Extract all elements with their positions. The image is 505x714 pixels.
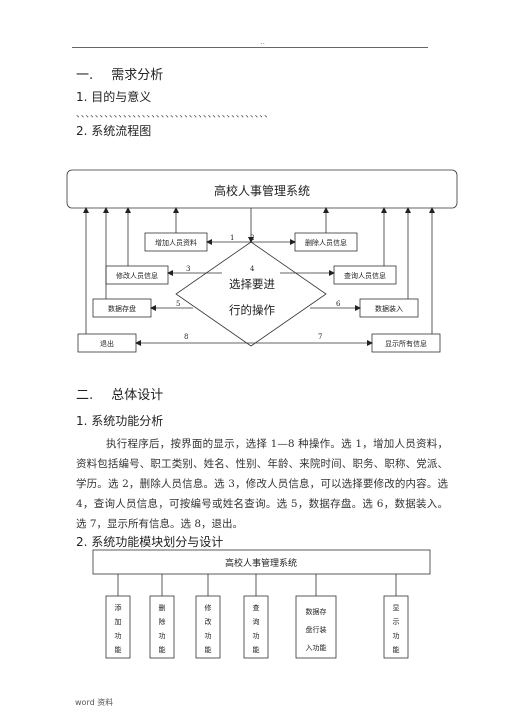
module-box-delete <box>149 595 175 659</box>
section1-dots: 、、、、、、、、、、、、、、、、、、、、、、、、、、、、、、、、、、、、、、、、… <box>76 110 274 120</box>
flow-decision-diamond <box>175 241 327 347</box>
module-modify-char-1: 修 <box>205 603 212 612</box>
module-saveload-line-2: 盘行装 <box>306 625 327 634</box>
module-delete-char-2: 除 <box>159 617 166 626</box>
module-modify-char-4: 能 <box>205 645 212 654</box>
module-add-char-1: 添 <box>115 603 122 612</box>
flow-num-3: 3 <box>186 265 190 273</box>
page-footer: word 资料 <box>75 698 114 707</box>
flow-label-query: 查询人员信息 <box>344 271 386 280</box>
flow-num-5: 5 <box>176 300 180 308</box>
flow-center-line1: 选择要进 <box>229 277 275 291</box>
section2-heading-text: 总体设计 <box>111 388 164 403</box>
flow-num-2: 2 <box>250 234 254 242</box>
module-box-save-load <box>295 595 337 659</box>
section2-heading-number: 二. <box>76 388 94 403</box>
module-box-show <box>383 595 409 659</box>
module-add-char-4: 能 <box>115 645 122 654</box>
module-box-modify <box>195 595 221 659</box>
flow-label-load: 数据装入 <box>375 304 403 313</box>
module-system-title: 高校人事管理系统 <box>225 557 297 569</box>
section1-heading-text: 需求分析 <box>111 68 164 83</box>
flow-center-line2: 行的操作 <box>229 303 275 317</box>
module-show-char-1: 显 <box>393 604 400 612</box>
section2-sub2: 2. 系统功能模块划分与设计 <box>76 535 224 549</box>
section2-paragraph-text: 执行程序后，按界面的显示，选择 1—8 种操作。选 1，增加人员资料，资料包括编… <box>76 438 448 530</box>
section2-heading: 二. 总体设计 <box>76 384 163 403</box>
flow-label-show: 显示所有信息 <box>385 339 427 348</box>
module-delete-char-4: 能 <box>159 645 166 654</box>
flow-num-7: 7 <box>318 333 322 341</box>
module-add-char-2: 加 <box>115 617 122 626</box>
flow-num-4: 4 <box>250 265 255 273</box>
flow-label-delete: 删除人员信息 <box>305 238 347 247</box>
flow-label-modify: 修改人员信息 <box>116 271 158 280</box>
flow-label-add: 增加人员资料 <box>155 238 197 247</box>
module-show-char-4: 能 <box>393 645 400 654</box>
module-box-add <box>105 595 131 659</box>
flow-num-1: 1 <box>230 234 234 242</box>
flow-label-save: 数据存盘 <box>108 304 136 313</box>
module-delete-char-3: 功 <box>159 631 166 640</box>
module-system-box <box>92 549 431 575</box>
flow-num-8: 8 <box>184 333 188 341</box>
module-modify-char-3: 功 <box>205 631 212 640</box>
module-query-char-4: 能 <box>253 645 260 654</box>
module-box-query <box>243 595 269 659</box>
section2-sub1: 1. 系统功能分析 <box>76 414 164 428</box>
flow-system-title: 高校人事管理系统 <box>214 183 310 198</box>
module-delete-char-1: 删 <box>159 603 166 612</box>
module-show-char-3: 功 <box>393 631 400 640</box>
flow-label-exit: 退出 <box>100 339 114 348</box>
section1-sub2: 2. 系统流程图 <box>76 124 152 138</box>
header-mark: .. <box>260 37 266 46</box>
module-show-char-2: 示 <box>393 618 400 626</box>
module-query-char-3: 功 <box>253 631 260 640</box>
module-saveload-line-3: 入功能 <box>306 643 327 652</box>
module-add-char-3: 功 <box>115 631 122 640</box>
section1-heading: 一. 需求分析 <box>76 64 163 83</box>
header-rule <box>72 47 428 48</box>
system-flowchart: 高校人事管理系统 选择要进 行的操作 增加人员资料 删除人员信息 修改人员信息 … <box>66 169 458 353</box>
flow-num-6: 6 <box>336 300 341 308</box>
section2-paragraph: 执行程序后，按界面的显示，选择 1—8 种操作。选 1，增加人员资料，资料包括编… <box>76 434 448 534</box>
module-saveload-line-1: 数据存 <box>306 607 327 616</box>
module-modify-char-2: 改 <box>205 617 212 626</box>
module-chart: 高校人事管理系统 添 加 功 能 删 除 功 能 修 改 功 能 查 询 功 能… <box>92 549 431 659</box>
module-query-char-2: 询 <box>253 617 260 626</box>
section1-sub1: 1. 目的与意义 <box>76 90 152 104</box>
flow-system-box <box>66 169 458 209</box>
section1-heading-number: 一. <box>76 68 94 83</box>
module-query-char-1: 查 <box>253 603 260 612</box>
